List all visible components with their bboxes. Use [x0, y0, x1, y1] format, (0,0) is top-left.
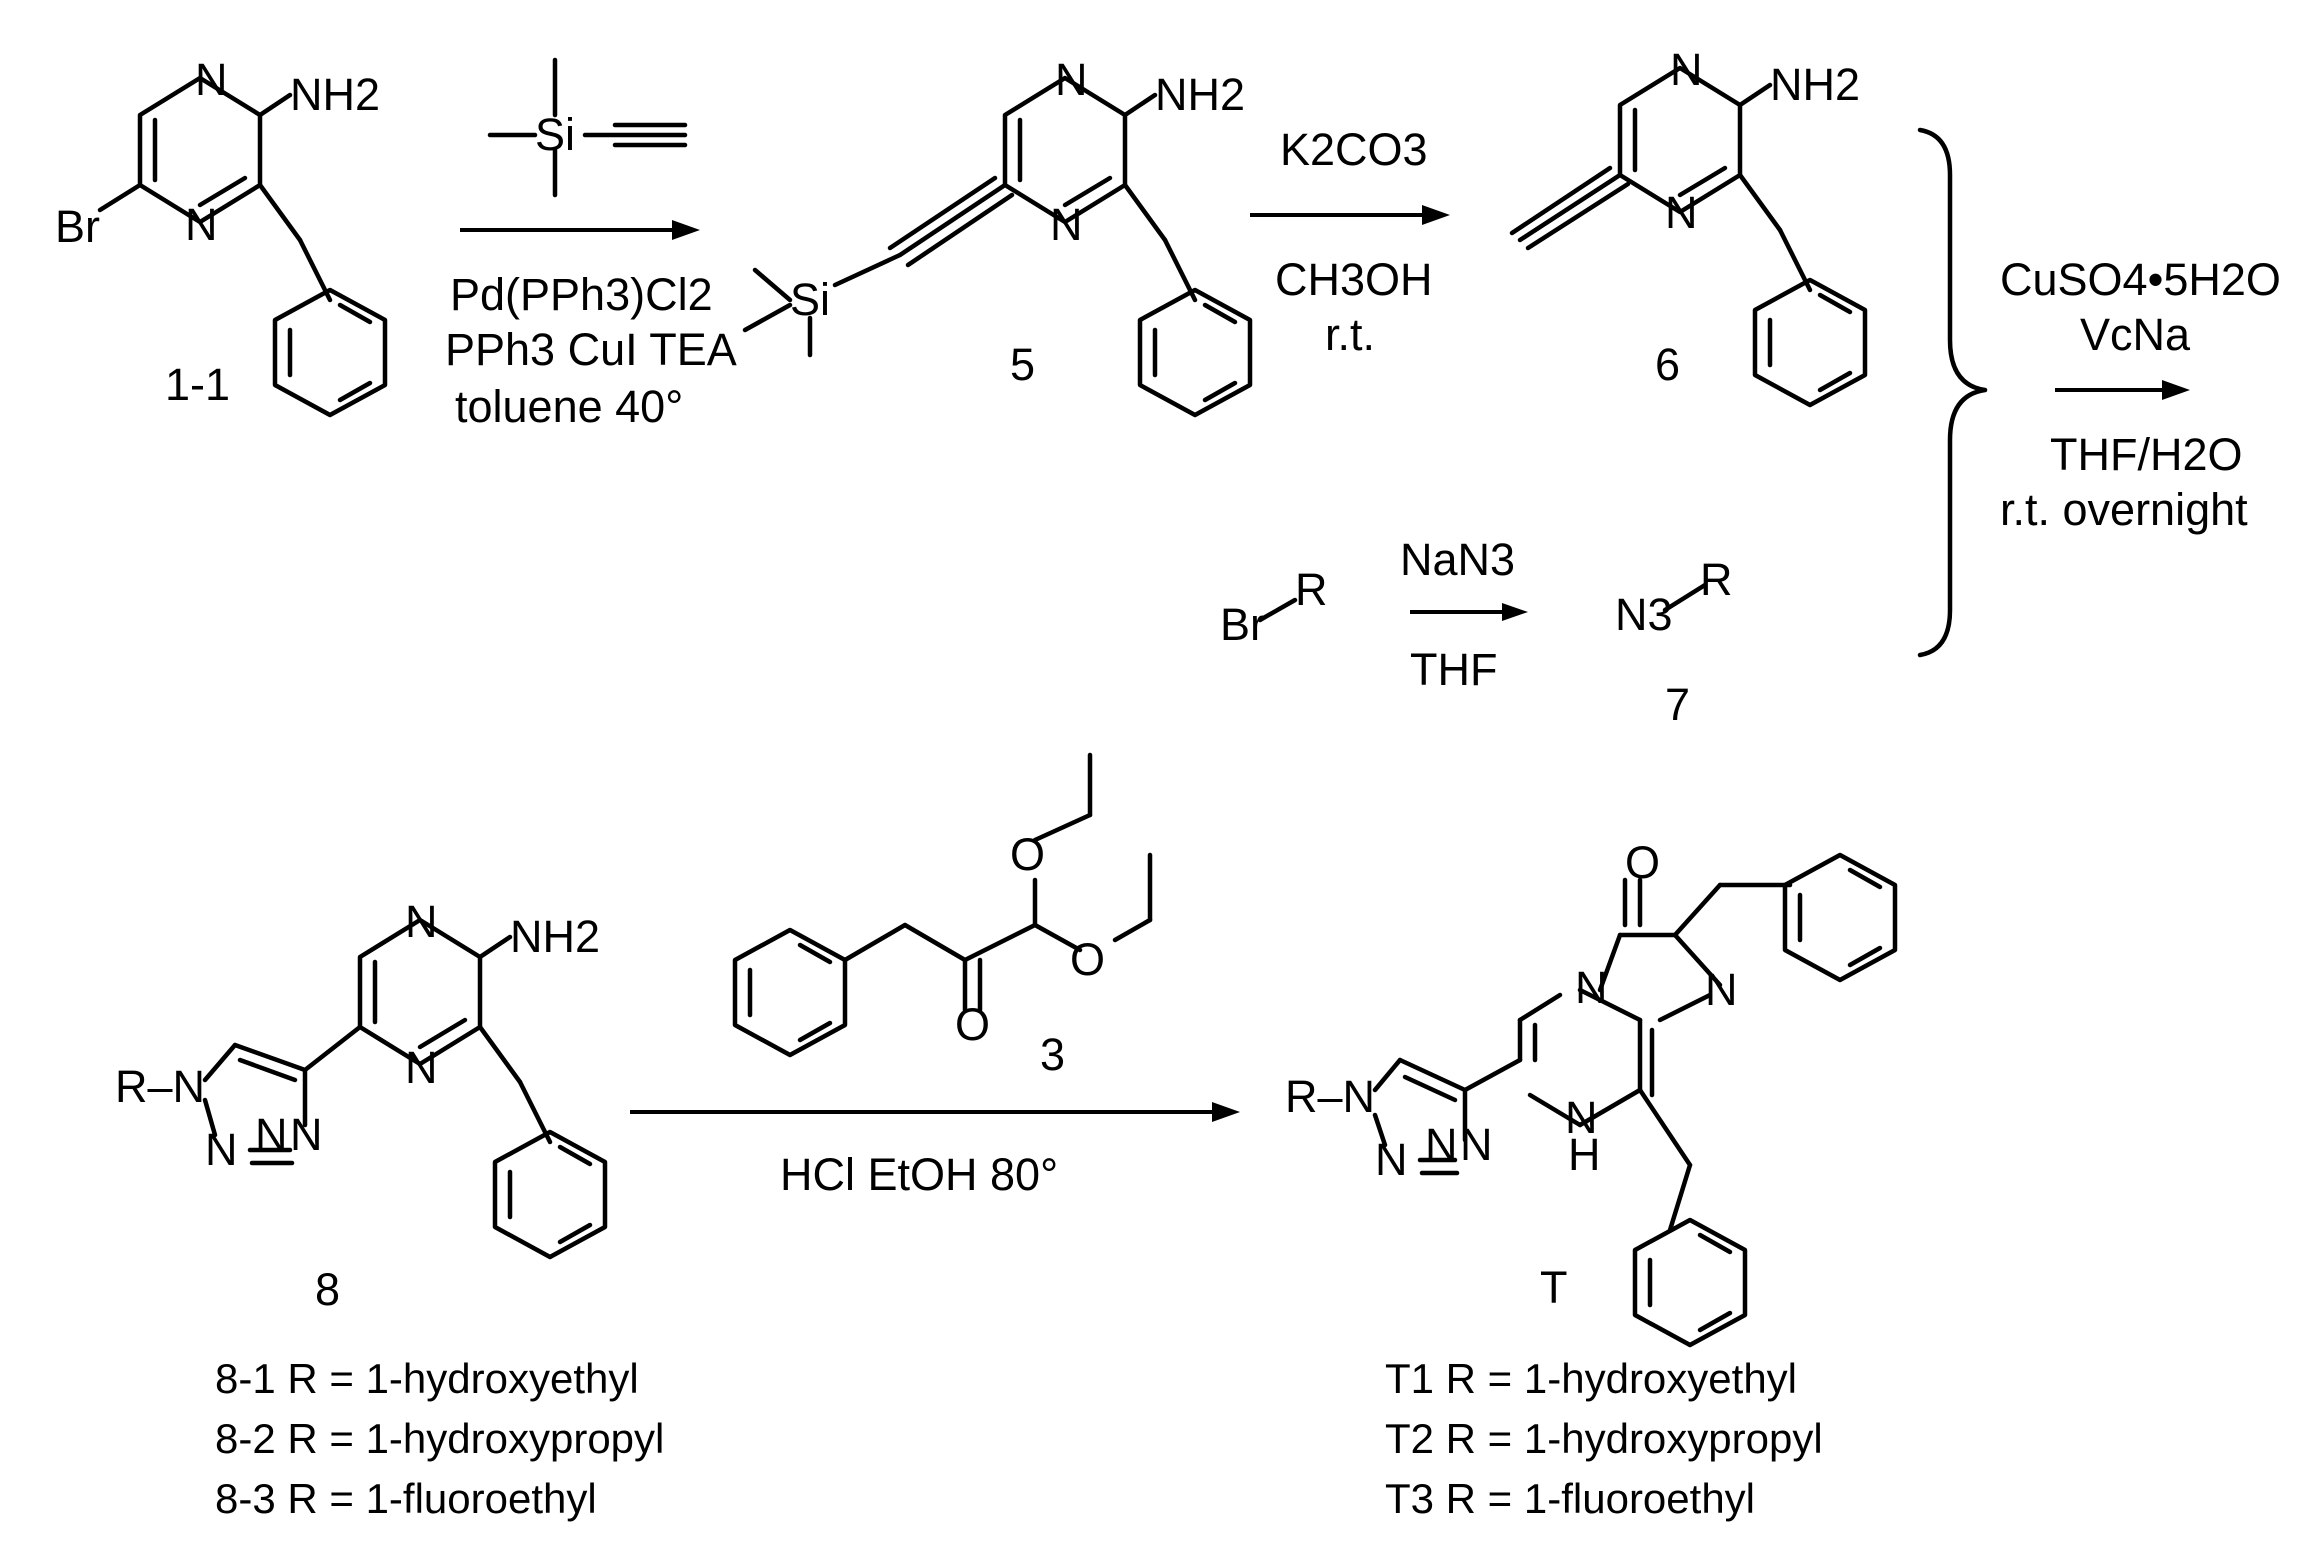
atom-r: R [1700, 554, 1733, 605]
r-group-list-8: 8-1 R = 1-hydroxyethyl 8-2 R = 1-hydroxy… [215, 1355, 664, 1522]
atom-n: N [1425, 1119, 1458, 1170]
reaction-arrow-3 [1410, 603, 1528, 621]
atom-nh2: NH2 [290, 69, 380, 120]
atom-o: O [1625, 837, 1660, 888]
r-group-line: T3 R = 1-fluoroethyl [1385, 1475, 1755, 1522]
atom-n: N [1055, 54, 1088, 105]
atom-n: N [1375, 1134, 1408, 1185]
atom-o: O [955, 999, 990, 1050]
atom-n: N [185, 199, 218, 250]
condition-line: Pd(PPh3)Cl2 [450, 269, 713, 320]
reaction-arrow-2 [1250, 205, 1450, 225]
atom-n: N [1575, 962, 1608, 1013]
r-group-line: T1 R = 1-hydroxyethyl [1385, 1355, 1797, 1402]
compound-1-1: N N NH2 Br 1-1 [55, 54, 388, 418]
compound-T: O N N N H R–N N N N T [1285, 837, 1898, 1348]
condition-line: THF [1410, 644, 1497, 695]
condition-line: CH3OH [1275, 254, 1433, 305]
compound-6: N N NH2 6 [1509, 44, 1868, 408]
compound-8: N N NH2 R–N N N N 8 [115, 896, 608, 1315]
atom-n: N [195, 54, 228, 105]
reaction-arrow-4 [2055, 380, 2190, 400]
r-group-line: 8-3 R = 1-fluoroethyl [215, 1475, 597, 1522]
compound-label-6: 6 [1655, 339, 1680, 390]
atom-n: N [1665, 187, 1698, 238]
r-group-list-T: T1 R = 1-hydroxyethyl T2 R = 1-hydroxypr… [1385, 1355, 1823, 1522]
compound-label-3: 3 [1040, 1029, 1065, 1080]
condition-line: K2CO3 [1280, 124, 1428, 175]
reaction-arrow-5 [630, 1102, 1240, 1122]
condition-line: CuSO4•5H2O [2000, 254, 2281, 305]
condition-line: THF/H2O [2050, 429, 2243, 480]
atom-h: H [1568, 1129, 1601, 1180]
compound-7: N3 R 7 [1615, 554, 1733, 730]
r-group-line: 8-1 R = 1-hydroxyethyl [215, 1355, 639, 1402]
conditions-step3: NaN3 THF [1400, 534, 1515, 695]
atom-nh2: NH2 [1155, 69, 1245, 120]
conditions-step4: CuSO4•5H2O VcNa THF/H2O r.t. overnight [2000, 254, 2281, 535]
atom-r-n: R–N [1285, 1071, 1375, 1122]
atom-n: N [1460, 1119, 1493, 1170]
condition-line: r.t. overnight [2000, 484, 2248, 535]
r-group-line: T2 R = 1-hydroxypropyl [1385, 1415, 1823, 1462]
atom-n: N [1705, 964, 1738, 1015]
compound-3: O O O 3 [732, 752, 1153, 1080]
reagent-tms-acetylene: Si [487, 57, 688, 198]
condition-line: NaN3 [1400, 534, 1515, 585]
atom-nh2: NH2 [1770, 59, 1860, 110]
atom-nh2: NH2 [510, 911, 600, 962]
condition-line: toluene 40° [455, 381, 683, 432]
atom-br: Br [1220, 599, 1265, 650]
atom-n: N [405, 896, 438, 947]
compound-label-5: 5 [1010, 339, 1035, 390]
condition-line: VcNa [2080, 309, 2191, 360]
compound-label-1-1: 1-1 [165, 359, 230, 410]
atom-o: O [1010, 829, 1045, 880]
atom-si: Si [790, 274, 830, 325]
atom-n: N [205, 1124, 238, 1175]
compound-br-r: Br R [1220, 564, 1328, 650]
condition-line: HCl EtOH 80° [780, 1149, 1058, 1200]
atom-n: N [1670, 44, 1703, 95]
atom-r: R [1295, 564, 1328, 615]
compound-label-T: T [1540, 1262, 1568, 1313]
compound-5: N N NH2 Si 5 [742, 54, 1253, 418]
conditions-step1: Pd(PPh3)Cl2 PPh3 CuI TEA toluene 40° [445, 269, 737, 432]
r-group-line: 8-2 R = 1-hydroxypropyl [215, 1415, 664, 1462]
atom-n: N [1050, 199, 1083, 250]
compound-label-7: 7 [1665, 679, 1690, 730]
atom-n: N [405, 1042, 438, 1093]
atom-r-n: R–N [115, 1061, 205, 1112]
atom-n3: N3 [1615, 589, 1673, 640]
conditions-step2: K2CO3 CH3OH r.t. [1275, 124, 1433, 360]
atom-n: N [290, 1109, 323, 1160]
atom-si: Si [535, 109, 575, 160]
compound-label-8: 8 [315, 1264, 340, 1315]
reaction-arrow-1 [460, 220, 700, 240]
conditions-step5: HCl EtOH 80° [780, 1149, 1058, 1200]
atom-n: N [255, 1109, 288, 1160]
atom-o: O [1070, 934, 1105, 985]
brace [1917, 127, 1988, 658]
atom-n: N [1565, 1092, 1598, 1143]
atom-br: Br [55, 201, 100, 252]
condition-line: PPh3 CuI TEA [445, 324, 737, 375]
condition-line: r.t. [1325, 309, 1375, 360]
